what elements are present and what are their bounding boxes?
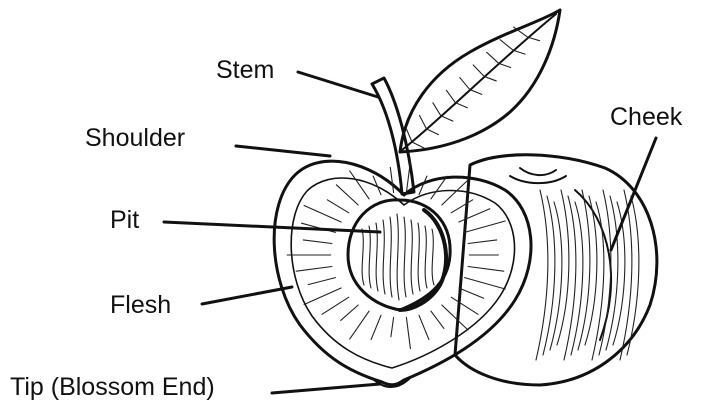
- leaf-vein: [419, 115, 426, 129]
- flesh-texture-stroke: [459, 209, 490, 222]
- flesh-texture-stroke: [350, 311, 369, 339]
- leader-line-pit: [164, 222, 380, 232]
- label-tip: Tip (Blossom End): [10, 373, 380, 401]
- flesh-texture-stroke: [468, 240, 497, 244]
- label-flesh: Flesh: [110, 287, 292, 319]
- leaf-vein: [487, 52, 499, 63]
- pit-ridge: [411, 220, 413, 294]
- pit: [348, 200, 450, 310]
- pit-ridge: [362, 229, 364, 285]
- flesh-texture-stroke: [459, 288, 484, 298]
- leaf-vein: [455, 103, 467, 108]
- flesh-texture-stroke: [350, 171, 369, 199]
- leaf-vein: [499, 63, 511, 67]
- flesh-texture-stroke: [465, 278, 506, 289]
- cheek-hatch-stroke: [557, 190, 569, 345]
- pit-ridge: [432, 229, 434, 285]
- flesh-texture-stroke: [390, 167, 393, 192]
- pit-ridge: [418, 223, 420, 291]
- flesh-texture-stroke: [371, 315, 381, 339]
- cheek-hatch-stroke: [536, 190, 548, 360]
- flesh-texture-stroke: [442, 180, 468, 205]
- stem: [372, 78, 414, 194]
- cheek-hatch-stroke: [564, 196, 576, 360]
- flesh-texture-stroke: [468, 267, 504, 272]
- flesh-texture-stroke: [308, 278, 335, 285]
- flesh-texture-stroke: [451, 297, 478, 314]
- label-pit: Pit: [110, 206, 380, 234]
- flesh-texture-stroke: [322, 297, 349, 314]
- flesh-texture-stroke: [391, 317, 394, 336]
- label-shoulder: Shoulder: [85, 124, 330, 156]
- cheek-hatch-stroke: [571, 202, 583, 355]
- flesh-texture-stroke: [431, 311, 444, 328]
- flesh-texture-stroke: [419, 315, 429, 339]
- pit-ridge: [383, 220, 385, 294]
- flesh-texture-stroke: [406, 317, 410, 348]
- pit-ridges: [362, 214, 434, 300]
- leaf-vein: [426, 129, 438, 135]
- label-text-cheek: Cheek: [610, 103, 683, 131]
- label-text-shoulder: Shoulder: [85, 124, 185, 152]
- leaf-vein: [460, 78, 470, 90]
- leaf-vein: [441, 116, 453, 121]
- leader-line-cheek: [611, 138, 656, 250]
- label-text-tip: Tip (Blossom End): [10, 373, 215, 401]
- flesh-texture-stroke: [303, 240, 332, 244]
- flesh-texture-stroke: [336, 185, 358, 205]
- cut-peach-half: [274, 161, 531, 387]
- leaf-vein: [446, 90, 455, 103]
- leader-line-tip: [272, 384, 380, 393]
- flesh-texture-stroke: [451, 200, 473, 213]
- pit-ridge: [425, 226, 427, 288]
- cheek-hatch-stroke: [550, 202, 562, 350]
- flesh-texture-stroke: [327, 200, 349, 213]
- cheek-hatch-stroke: [543, 196, 555, 355]
- whole-peach: [455, 155, 657, 385]
- pit-ridge: [390, 217, 392, 297]
- pit-ridge: [369, 226, 371, 288]
- pit-ridge: [404, 217, 406, 297]
- label-text-stem: Stem: [216, 56, 274, 84]
- leaf-vein: [470, 90, 482, 95]
- flesh-texture-stroke: [304, 206, 341, 223]
- label-text-flesh: Flesh: [110, 291, 171, 319]
- leaf-vein: [528, 37, 540, 41]
- leaf-vein: [500, 40, 513, 51]
- leaf-vein: [412, 142, 424, 148]
- flesh-texture-stroke: [304, 288, 341, 305]
- leader-line-flesh: [202, 287, 292, 304]
- leaf-vein: [513, 50, 525, 54]
- flesh-texture-stroke: [465, 221, 506, 232]
- label-stem: Stem: [216, 56, 378, 97]
- flesh-texture-stroke: [406, 161, 410, 192]
- leaf-vein: [484, 76, 496, 81]
- label-text-pit: Pit: [110, 206, 139, 234]
- cheek-hatch-stroke: [578, 190, 590, 350]
- pit-ridge: [397, 214, 399, 300]
- leader-line-shoulder: [236, 146, 330, 156]
- cheek-hatch-stroke: [599, 190, 611, 355]
- flesh-texture-stroke: [341, 305, 359, 320]
- leaf-vein: [473, 65, 484, 77]
- flesh-texture-stroke: [442, 305, 468, 330]
- leader-line-stem: [298, 72, 378, 97]
- flesh-texture-stroke: [296, 267, 332, 272]
- leaf-vein: [406, 128, 412, 142]
- leaf-vein: [433, 103, 441, 116]
- leaf: [400, 10, 560, 152]
